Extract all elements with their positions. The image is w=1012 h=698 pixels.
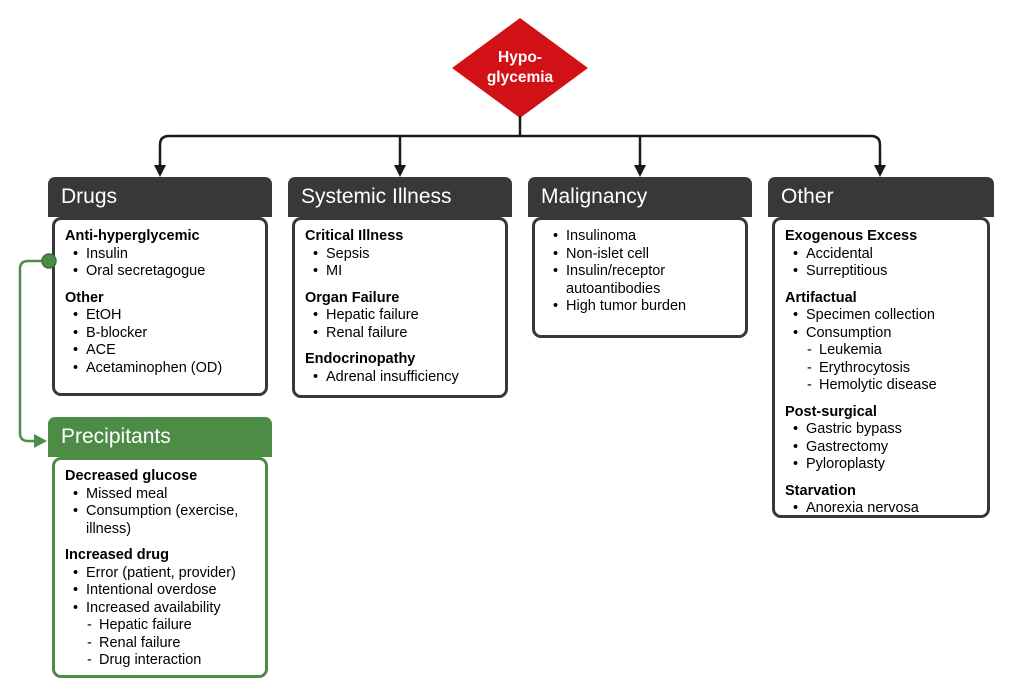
list-item: Renal failure [305,325,496,343]
node-body-systemic-illness: Critical IllnessSepsisMI Organ FailureHep… [292,217,508,398]
node-drugs: Drugs Anti-hyperglycemicInsulinOral secr… [48,177,272,396]
node-title-malignancy: Malignancy [528,177,752,217]
arrowhead-malignancy [634,165,646,177]
list-item: Specimen collection [785,307,978,325]
list-item: Error (patient, provider) [65,565,256,583]
arrowhead-precipitants [34,434,47,448]
list-item: Accidental [785,246,978,264]
list-item: Pyloroplasty [785,456,978,474]
section-heading: Endocrinopathy [305,351,416,367]
list-item: Renal failure [65,635,256,653]
node-title-drugs: Drugs [48,177,272,217]
list-item: Hepatic failure [65,617,256,635]
section-heading: Organ Failure [305,289,400,306]
section-heading: Critical Illness [305,228,404,244]
section-heading: Artifactual [785,289,857,306]
list-item: Non-islet cell [545,246,736,264]
node-title-other: Other [768,177,994,217]
edge-drugs-precipitants [18,259,49,443]
section-heading: Post-surgical [785,403,877,420]
arrowhead-other [874,165,886,177]
list-item: Anorexia nervosa [785,500,978,518]
node-body-malignancy: InsulinomaNon-islet cellInsulin/receptor… [532,217,748,338]
list-item: Increased availability [65,600,256,618]
list-item: Leukemia [785,342,978,360]
node-title-systemic-illness: Systemic Illness [288,177,512,217]
list-item: EtOH [65,307,256,325]
root-label-line2: glycemia [486,69,554,86]
list-item: Erythrocytosis [785,360,978,378]
arrowhead-drugs [154,165,166,177]
list-item: Insulin/receptor autoantibodies [545,263,736,298]
node-body-drugs: Anti-hyperglycemicInsulinOral secretagog… [52,217,268,396]
node-precipitants: Precipitants Decreased glucoseMissed mea… [48,417,272,678]
root-label-line1: Hypo- [498,49,542,66]
list-item: Hemolytic disease [785,377,978,395]
list-item: B-blocker [65,325,256,343]
list-item: Insulinoma [545,228,736,246]
list-item: Gastrectomy [785,439,978,457]
list-item: Insulin [65,246,256,264]
list-item: Consumption (exercise, illness) [65,503,256,538]
node-body-precipitants: Decreased glucoseMissed mealConsumption … [52,457,268,678]
section-heading: Anti-hyperglycemic [65,228,200,244]
list-item: Consumption [785,325,978,343]
list-item: Sepsis [305,246,496,264]
section-heading: Increased drug [65,547,169,563]
edge-branch-rail [158,134,882,167]
node-malignancy: Malignancy InsulinomaNon-islet cellInsul… [528,177,752,338]
list-item: High tumor burden [545,298,736,316]
list-item: Missed meal [65,486,256,504]
list-item: Gastric bypass [785,421,978,439]
section-heading: Exogenous Excess [785,228,918,244]
list-item: Adrenal insufficiency [305,369,496,387]
list-item: Surreptitious [785,263,978,281]
root-node-hypoglycemia: Hypo- glycemia [452,18,588,118]
list-item: Intentional overdose [65,582,256,600]
list-item: ACE [65,342,256,360]
node-title-precipitants: Precipitants [48,417,272,457]
list-item: MI [305,263,496,281]
list-item: Drug interaction [65,652,256,670]
node-other: Other Exogenous ExcessAccidentalSurrepti… [768,177,994,518]
node-body-other: Exogenous ExcessAccidentalSurreptitiousA… [772,217,990,518]
list-item: Oral secretagogue [65,263,256,281]
arrowhead-systemic [394,165,406,177]
section-heading: Starvation [785,482,856,499]
section-heading: Decreased glucose [65,468,198,484]
node-systemic-illness: Systemic Illness Critical IllnessSepsisM… [288,177,512,398]
list-item: Acetaminophen (OD) [65,360,256,378]
section-heading: Other [65,289,104,306]
list-item: Hepatic failure [305,307,496,325]
